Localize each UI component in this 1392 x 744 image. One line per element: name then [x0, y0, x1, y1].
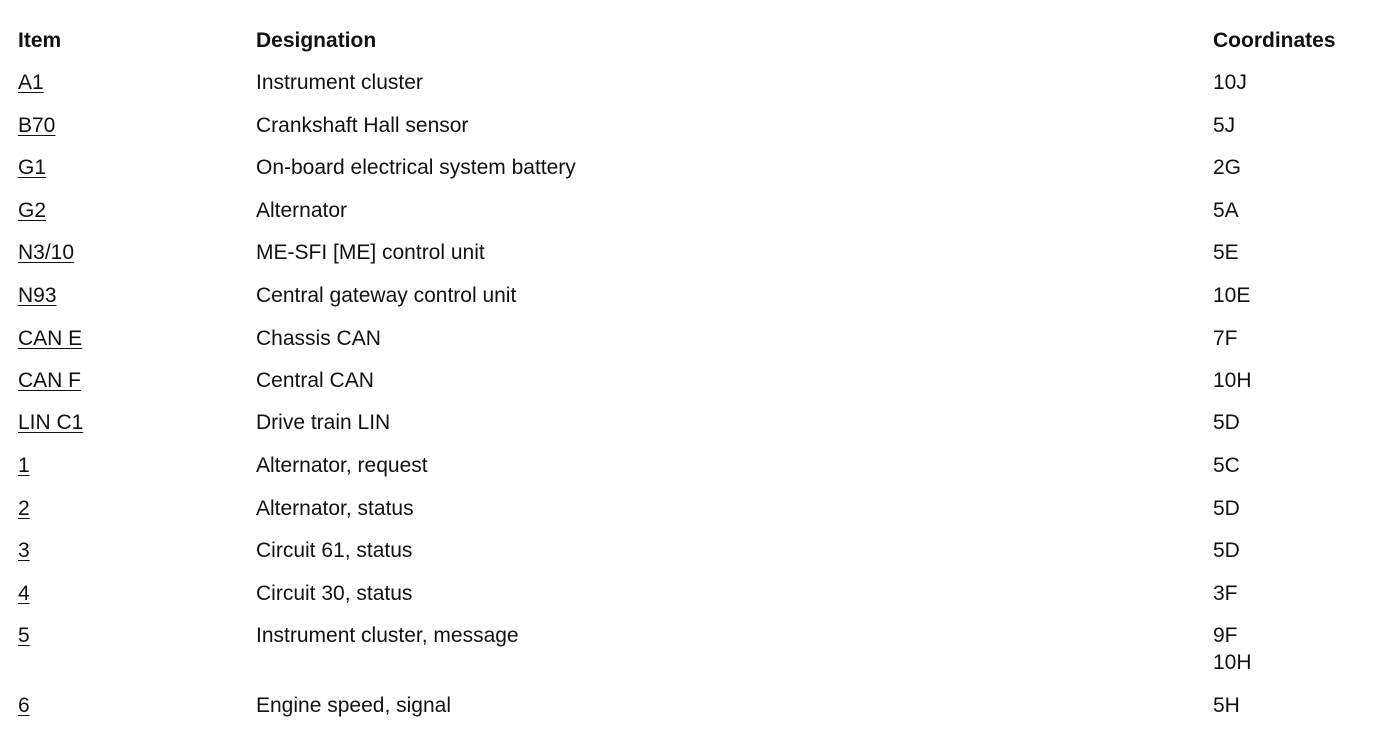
coordinates-text: 3F — [1213, 580, 1238, 607]
coordinates-text: 5D — [1213, 537, 1240, 564]
designation-text: Central CAN — [256, 369, 374, 392]
coordinates-text: 5D — [1213, 409, 1240, 436]
item-link[interactable]: A1 — [18, 71, 44, 94]
coordinate-value: 5D — [1213, 497, 1240, 520]
designation-text: Drive train LIN — [256, 411, 391, 434]
item-link[interactable]: 1 — [18, 454, 30, 477]
coordinates-text: 9F 10H — [1213, 622, 1252, 676]
coordinates-text: 5H — [1213, 692, 1240, 719]
coordinate-value: 10J — [1213, 71, 1247, 94]
coordinates-text: 7F — [1213, 325, 1238, 352]
coordinate-value: 2G — [1213, 156, 1242, 179]
designation-text: Circuit 30, status — [256, 582, 413, 605]
coordinate-value: 10E — [1213, 284, 1251, 307]
item-link[interactable]: N93 — [18, 284, 57, 307]
coordinates-text: 10E — [1213, 282, 1250, 309]
coordinate-value: 7F — [1213, 327, 1238, 350]
coordinate-value: 5H — [1213, 694, 1240, 717]
item-link[interactable]: G2 — [18, 199, 47, 222]
item-link[interactable]: CAN E — [18, 327, 83, 350]
item-link[interactable]: G1 — [18, 156, 47, 179]
designation-text: Alternator, request — [256, 454, 428, 477]
item-link[interactable]: N3/10 — [18, 241, 75, 264]
designation-text: ME-SFI [ME] control unit — [256, 241, 485, 264]
coordinate-value: 5D — [1213, 411, 1240, 434]
item-link[interactable]: LIN C1 — [18, 411, 84, 434]
item-link[interactable]: 3 — [18, 539, 30, 562]
coordinate-value: 5E — [1213, 241, 1239, 264]
item-link[interactable]: B70 — [18, 114, 56, 137]
coordinates-text: 2G — [1213, 154, 1241, 181]
header-coordinates: Coordinates — [1213, 29, 1336, 52]
designation-text: Circuit 61, status — [256, 539, 413, 562]
item-link[interactable]: 5 — [18, 624, 30, 647]
coordinate-value: 5J — [1213, 114, 1236, 137]
designation-text: Instrument cluster — [256, 71, 423, 94]
designation-text: Engine speed, signal — [256, 694, 451, 717]
item-link[interactable]: CAN F — [18, 369, 81, 392]
designation-text: Alternator — [256, 199, 348, 222]
coordinates-text: 5J — [1213, 112, 1235, 139]
coordinates-text: 5E — [1213, 239, 1239, 266]
designation-text: On-board electrical system battery — [256, 156, 576, 179]
coordinate-value: 5C — [1213, 454, 1240, 477]
designation-text: Crankshaft Hall sensor — [256, 114, 469, 137]
designation-text: Chassis CAN — [256, 327, 381, 350]
coordinates-text: 5A — [1213, 197, 1239, 224]
designation-text: Instrument cluster, message — [256, 624, 519, 647]
coordinate-value: 10H — [1213, 369, 1252, 392]
header-item: Item — [18, 29, 62, 52]
coordinates-text: 10J — [1213, 69, 1247, 96]
item-link[interactable]: 4 — [18, 582, 30, 605]
designation-text: Alternator, status — [256, 497, 414, 520]
header-designation: Designation — [256, 29, 377, 52]
coordinate-value: 5A — [1213, 199, 1239, 222]
coordinates-text: 5D — [1213, 495, 1240, 522]
coordinate-value: 9F — [1213, 624, 1238, 647]
coordinates-text: 10H — [1213, 367, 1252, 394]
item-link[interactable]: 2 — [18, 497, 30, 520]
coordinate-value: 10H — [1213, 651, 1252, 674]
coordinate-value: 3F — [1213, 582, 1238, 605]
coordinate-value: 5D — [1213, 539, 1240, 562]
designation-text: Central gateway control unit — [256, 284, 517, 307]
coordinates-text: 5C — [1213, 452, 1240, 479]
item-link[interactable]: 6 — [18, 694, 30, 717]
